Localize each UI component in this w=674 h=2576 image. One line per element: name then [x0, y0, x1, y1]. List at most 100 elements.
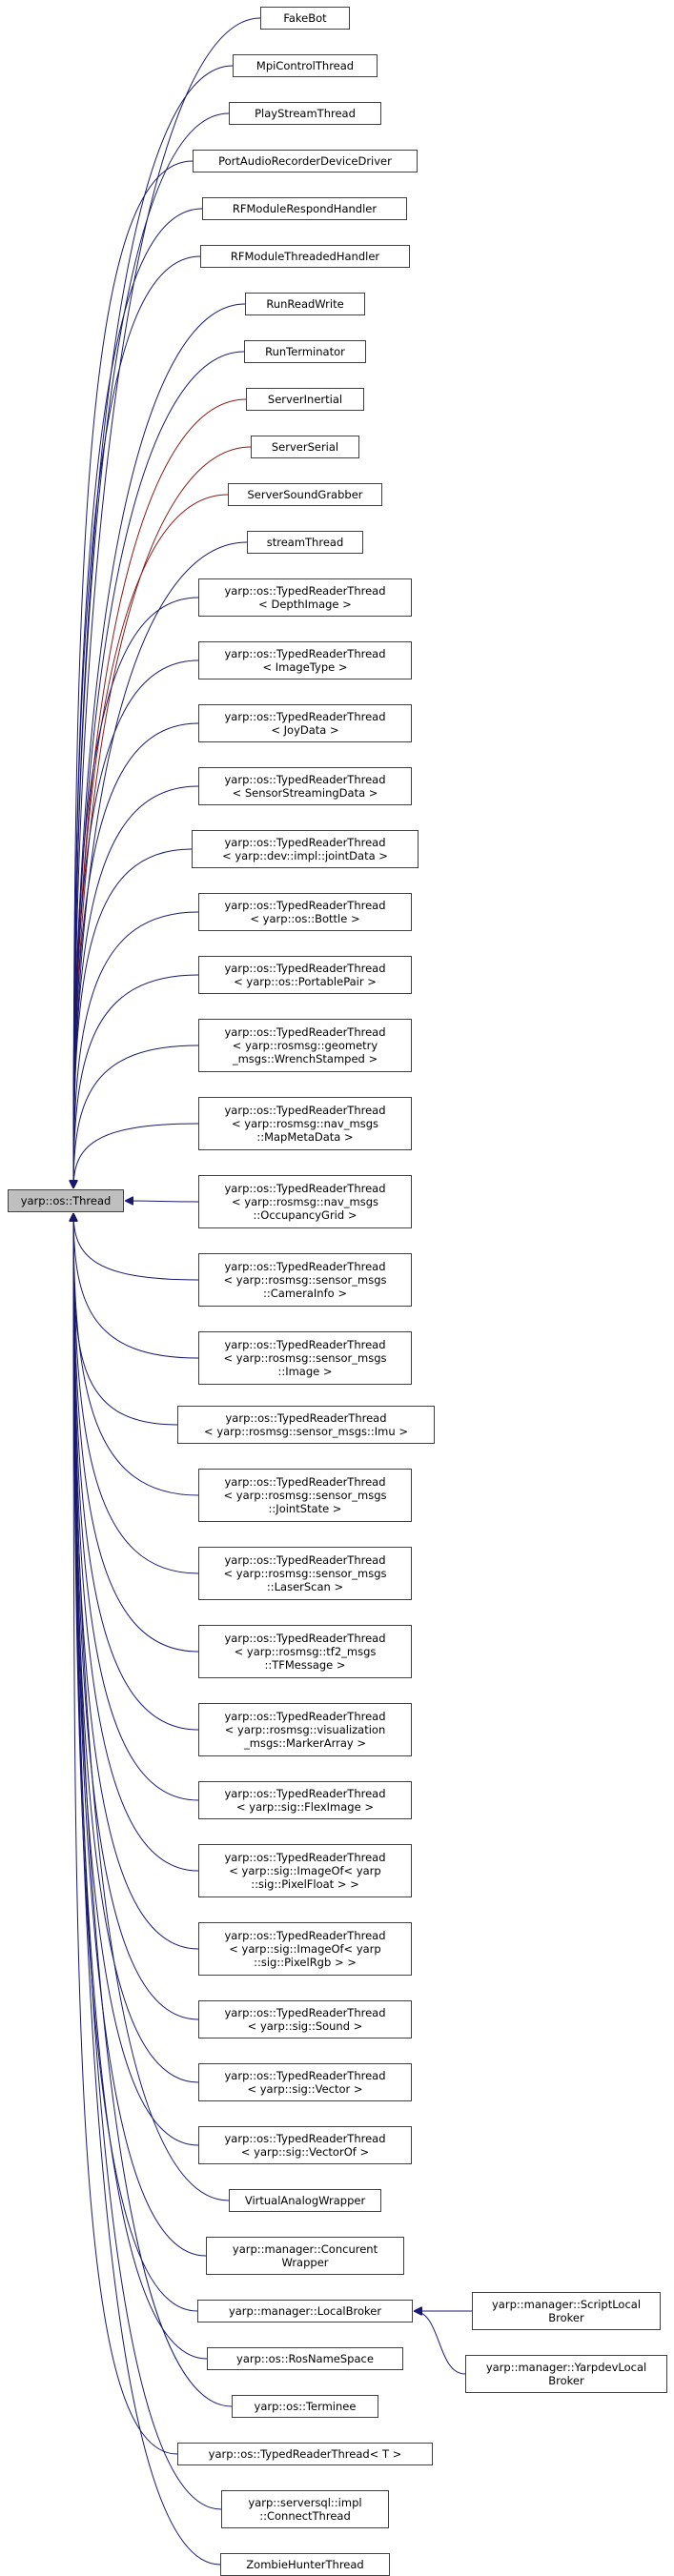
- class-node-label: yarp::os::TypedReaderThread: [224, 2006, 386, 2019]
- class-node-label: ServerSerial: [271, 440, 339, 454]
- class-node-mpi[interactable]: MpiControlThread: [233, 54, 378, 77]
- class-node-connectthread[interactable]: yarp::serversql::impl::ConnectThread: [221, 2490, 389, 2528]
- class-node-label: < yarp::sig::FlexImage >: [236, 1800, 374, 1814]
- class-node-label: Wrapper: [281, 2256, 329, 2269]
- class-node-trt-image[interactable]: yarp::os::TypedReaderThread< yarp::rosms…: [198, 1331, 412, 1385]
- class-node-trt-laserscan[interactable]: yarp::os::TypedReaderThread< yarp::rosms…: [198, 1547, 412, 1600]
- class-node-label: yarp::os::Terminee: [254, 2400, 357, 2413]
- class-node-trt-pixelrgb[interactable]: yarp::os::TypedReaderThread< yarp::sig::…: [198, 1922, 412, 1976]
- class-node-label: ::CameraInfo >: [263, 1287, 347, 1300]
- class-node-trt-jointdata[interactable]: yarp::os::TypedReaderThread< yarp::dev::…: [192, 830, 419, 868]
- class-node-label: yarp::os::TypedReaderThread: [224, 1104, 386, 1117]
- class-node-label: PlayStreamThread: [255, 107, 356, 120]
- class-node-trt-depth[interactable]: yarp::os::TypedReaderThread< DepthImage …: [198, 578, 412, 617]
- class-node-trt-marker[interactable]: yarp::os::TypedReaderThread< yarp::rosms…: [198, 1703, 412, 1756]
- class-node-label: ::JointState >: [268, 1502, 342, 1515]
- class-node-label: yarp::os::TypedReaderThread: [224, 647, 386, 660]
- class-node-label: yarp::os::TypedReaderThread: [224, 899, 386, 912]
- class-node-label: ServerInertial: [267, 393, 343, 406]
- edge-rfrespond: [73, 208, 203, 1188]
- edge-localbroker: [73, 1213, 198, 2312]
- class-node-label: < yarp::rosmsg::geometry: [232, 1039, 378, 1052]
- class-node-serverserial[interactable]: ServerSerial: [251, 436, 359, 458]
- class-node-label: < yarp::rosmsg::nav_msgs: [231, 1117, 379, 1130]
- class-node-playstream[interactable]: PlayStreamThread: [229, 102, 381, 125]
- class-node-label: _msgs::WrenchStamped >: [232, 1052, 378, 1065]
- class-node-trt-pixelfloat[interactable]: yarp::os::TypedReaderThread< yarp::sig::…: [198, 1844, 412, 1897]
- class-node-label: ::OccupancyGrid >: [253, 1208, 357, 1222]
- class-node-label: < ImageType >: [262, 660, 348, 674]
- class-node-label: ::LaserScan >: [266, 1580, 344, 1593]
- edge-trt-depth: [73, 597, 199, 1188]
- class-node-label: yarp::os::TypedReaderThread: [225, 1411, 387, 1425]
- class-node-label: < yarp::sig::VectorOf >: [240, 2145, 370, 2159]
- class-node-label: ServerSoundGrabber: [247, 488, 363, 501]
- class-node-label: yarp::os::TypedReaderThread< T >: [208, 2447, 402, 2461]
- class-node-label: yarp::os::TypedReaderThread: [224, 1025, 386, 1039]
- class-node-runterminator[interactable]: RunTerminator: [244, 340, 366, 363]
- class-node-label: < yarp::sig::Vector >: [247, 2082, 363, 2096]
- class-node-label: < yarp::os::PortablePair >: [234, 975, 377, 988]
- class-node-label: VirtualAnalogWrapper: [244, 2194, 366, 2207]
- class-node-trt-joy[interactable]: yarp::os::TypedReaderThread< JoyData >: [198, 704, 412, 742]
- class-node-portaudio[interactable]: PortAudioRecorderDeviceDriver: [193, 150, 418, 172]
- class-node-serversound[interactable]: ServerSoundGrabber: [228, 483, 382, 506]
- class-node-label: ::Image >: [277, 1365, 333, 1378]
- class-node-trt-sensor[interactable]: yarp::os::TypedReaderThread< SensorStrea…: [198, 767, 412, 805]
- edge-portaudio: [73, 160, 194, 1188]
- class-node-rfthreaded[interactable]: RFModuleThreadedHandler: [200, 245, 410, 268]
- class-node-trt-portable[interactable]: yarp::os::TypedReaderThread< yarp::os::P…: [198, 956, 412, 994]
- class-node-trt-imu[interactable]: yarp::os::TypedReaderThread< yarp::rosms…: [177, 1406, 435, 1444]
- class-node-trt-tfmessage[interactable]: yarp::os::TypedReaderThread< yarp::rosms…: [198, 1625, 412, 1678]
- class-node-label: yarp::os::TypedReaderThread: [224, 962, 386, 975]
- edge-zombie: [73, 1213, 221, 2566]
- class-node-label: < SensorStreamingData >: [232, 786, 378, 800]
- class-node-rfrespond[interactable]: RFModuleRespondHandler: [202, 197, 407, 220]
- class-node-fakebot[interactable]: FakeBot: [260, 7, 350, 30]
- class-node-trt-mapmeta[interactable]: yarp::os::TypedReaderThread< yarp::rosms…: [198, 1097, 412, 1150]
- class-node-trt-imagetype[interactable]: yarp::os::TypedReaderThread< ImageType >: [198, 641, 412, 679]
- class-node-label: < yarp::sig::Sound >: [247, 2019, 363, 2033]
- class-node-label: < yarp::rosmsg::sensor_msgs::Imu >: [204, 1425, 408, 1438]
- class-node-label: ::sig::PixelRgb > >: [254, 1956, 357, 1969]
- class-node-virtualanalog[interactable]: VirtualAnalogWrapper: [229, 2189, 381, 2212]
- class-node-label: < yarp::sig::ImageOf< yarp: [229, 1864, 381, 1877]
- class-node-label: yarp::os::TypedReaderThread: [224, 2069, 386, 2082]
- class-node-trt-camerainfo[interactable]: yarp::os::TypedReaderThread< yarp::rosms…: [198, 1253, 412, 1307]
- class-node-trt-vectorof[interactable]: yarp::os::TypedReaderThread< yarp::sig::…: [198, 2126, 412, 2164]
- class-node-trt-wrench[interactable]: yarp::os::TypedReaderThread< yarp::rosms…: [198, 1019, 412, 1072]
- class-node-label: yarp::os::TypedReaderThread: [224, 1710, 386, 1723]
- class-node-trt-jointstate[interactable]: yarp::os::TypedReaderThread< yarp::rosms…: [198, 1469, 412, 1522]
- class-node-rosnamespace[interactable]: yarp::os::RosNameSpace: [207, 2347, 403, 2370]
- edge-trt-t: [73, 1213, 178, 2455]
- class-node-localbroker[interactable]: yarp::manager::LocalBroker: [197, 2300, 413, 2322]
- edge-trt-imu: [73, 1213, 178, 1426]
- edge-playstream: [73, 112, 230, 1188]
- class-node-zombie[interactable]: ZombieHunterThread: [220, 2553, 390, 2576]
- class-node-streamthread[interactable]: streamThread: [247, 531, 363, 554]
- class-node-label: streamThread: [266, 536, 344, 549]
- class-node-label: < yarp::rosmsg::tf2_msgs: [234, 1645, 377, 1658]
- class-node-serverinertial[interactable]: ServerInertial: [246, 388, 364, 411]
- class-node-label: yarp::os::TypedReaderThread: [224, 584, 386, 598]
- class-node-terminee[interactable]: yarp::os::Terminee: [232, 2395, 378, 2418]
- class-node-runreadwrite[interactable]: RunReadWrite: [245, 293, 365, 315]
- class-node-label: yarp::os::TypedReaderThread: [224, 1475, 386, 1489]
- class-node-label: yarp::os::TypedReaderThread: [224, 1553, 386, 1567]
- class-node-trt-flex[interactable]: yarp::os::TypedReaderThread< yarp::sig::…: [198, 1781, 412, 1819]
- edge-terminee: [73, 1213, 233, 2407]
- class-node-trt-sound[interactable]: yarp::os::TypedReaderThread< yarp::sig::…: [198, 2000, 412, 2038]
- class-node-label: yarp::os::TypedReaderThread: [224, 1787, 386, 1800]
- class-node-trt-t[interactable]: yarp::os::TypedReaderThread< T >: [177, 2443, 433, 2465]
- class-node-label: yarp::os::TypedReaderThread: [224, 1632, 386, 1645]
- class-node-trt-vector[interactable]: yarp::os::TypedReaderThread< yarp::sig::…: [198, 2063, 412, 2101]
- class-node-trt-bottle[interactable]: yarp::os::TypedReaderThread< yarp::os::B…: [198, 893, 412, 931]
- class-node-trt-occupancy[interactable]: yarp::os::TypedReaderThread< yarp::rosms…: [198, 1175, 412, 1228]
- class-node-label: ::TFMessage >: [264, 1658, 346, 1672]
- class-node-label: Broker: [548, 2374, 584, 2387]
- class-node-label: ZombieHunterThread: [246, 2558, 364, 2571]
